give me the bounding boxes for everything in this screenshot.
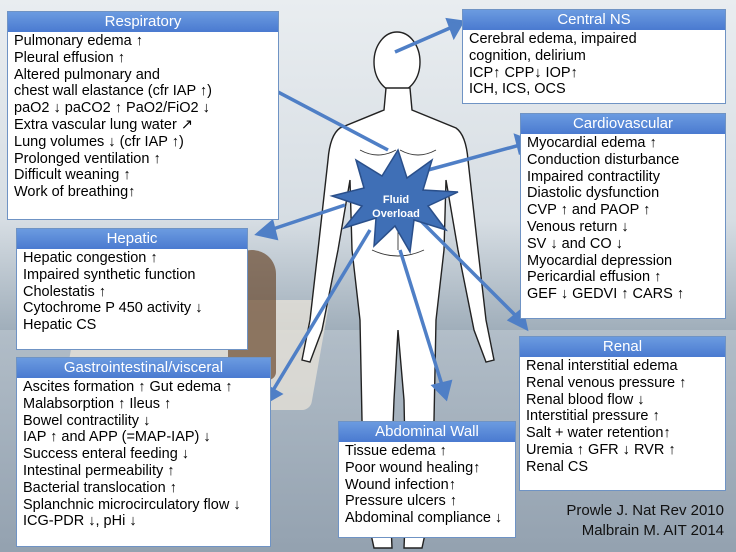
list-item: Cerebral edema, impaired bbox=[469, 31, 637, 47]
list-item: CVP ↑ and PAOP ↑ bbox=[527, 202, 651, 219]
abdominal-wall-title: Abdominal Wall bbox=[339, 422, 515, 442]
list-item: cognition, delirium bbox=[469, 47, 586, 64]
list-item: Renal interstitial edema bbox=[526, 358, 678, 374]
list-item: Cytochrome P 450 activity ↓ bbox=[23, 300, 203, 317]
hepatic-list: Hepatic congestion ↑Impaired synthetic f… bbox=[17, 249, 247, 334]
list-item: Interstitial pressure ↑ bbox=[526, 408, 660, 425]
list-item: Uremia ↑ GFR ↓ RVR ↑ bbox=[526, 441, 676, 458]
abdominal-wall-box: Abdominal Wall Tissue edema ↑Poor wound … bbox=[338, 421, 516, 538]
list-item: Abdominal compliance ↓ bbox=[345, 510, 503, 527]
citation-1: Prowle J. Nat Rev 2010 bbox=[566, 502, 724, 519]
hepatic-title: Hepatic bbox=[17, 229, 247, 249]
hepatic-box: Hepatic Hepatic congestion ↑Impaired syn… bbox=[16, 228, 248, 350]
list-item: Work of breathing↑ bbox=[14, 184, 136, 201]
abdominal-wall-list: Tissue edema ↑Poor wound healing↑Wound i… bbox=[339, 442, 515, 527]
list-item: Renal blood flow ↓ bbox=[526, 391, 645, 408]
list-item: Bowel contractility ↓ bbox=[23, 412, 151, 429]
list-item: Lung volumes ↓ (cfr IAP ↑) bbox=[14, 133, 184, 150]
list-item: Hepatic congestion ↑ bbox=[23, 250, 158, 266]
list-item: Myocardial depression bbox=[527, 252, 673, 269]
list-item: Impaired contractility bbox=[527, 168, 660, 185]
list-item: Impaired synthetic function bbox=[23, 266, 196, 283]
gastrointestinal-list: Ascites formation ↑ Gut edema ↑Malabsorp… bbox=[17, 378, 270, 530]
respiratory-title: Respiratory bbox=[8, 12, 278, 32]
list-item: ICP↑ CPP↓ IOP↑ bbox=[469, 64, 578, 81]
list-item: Malabsorption ↑ Ileus ↑ bbox=[23, 395, 172, 412]
list-item: Pleural effusion ↑ bbox=[14, 49, 125, 66]
list-item: Success enteral feeding ↓ bbox=[23, 446, 190, 463]
list-item: Cholestatis ↑ bbox=[23, 283, 107, 300]
list-item: Renal CS bbox=[526, 458, 589, 475]
list-item: Bacterial translocation ↑ bbox=[23, 479, 177, 496]
center-label-overload: Overload bbox=[372, 208, 420, 220]
citation-2: Malbrain M. AIT 2014 bbox=[581, 522, 724, 539]
list-item: Ascites formation ↑ Gut edema ↑ bbox=[23, 379, 233, 395]
center-label-fluid: Fluid bbox=[383, 194, 409, 206]
list-item: paO2 ↓ paCO2 ↑ PaO2/FiO2 ↓ bbox=[14, 100, 210, 117]
list-item: Wound infection↑ bbox=[345, 476, 456, 493]
cardiovascular-title: Cardiovascular bbox=[521, 114, 725, 134]
list-item: IAP ↑ and APP (=MAP-IAP) ↓ bbox=[23, 429, 211, 446]
list-item: Pericardial effusion ↑ bbox=[527, 269, 662, 286]
gastrointestinal-title: Gastrointestinal/visceral bbox=[17, 358, 270, 378]
list-item: Myocardial edema ↑ bbox=[527, 135, 657, 151]
list-item: Renal venous pressure ↑ bbox=[526, 374, 687, 391]
list-item: chest wall elastance (cfr IAP ↑) bbox=[14, 83, 212, 100]
list-item: Venous return ↓ bbox=[527, 218, 629, 235]
list-item: Poor wound healing↑ bbox=[345, 459, 481, 476]
list-item: Diastolic dysfunction bbox=[527, 185, 660, 202]
list-item: Intestinal permeability ↑ bbox=[23, 462, 175, 479]
list-item: Splanchnic microcirculatory flow ↓ bbox=[23, 496, 241, 513]
list-item: ICG-PDR ↓, pHi ↓ bbox=[23, 513, 137, 530]
cardiovascular-box: Cardiovascular Myocardial edema ↑Conduct… bbox=[520, 113, 726, 319]
list-item: ICH, ICS, OCS bbox=[469, 81, 566, 98]
fluid-overload-star bbox=[329, 148, 459, 255]
list-item: Tissue edema ↑ bbox=[345, 443, 447, 459]
renal-title: Renal bbox=[520, 337, 725, 357]
list-item: Altered pulmonary and bbox=[14, 66, 160, 83]
list-item: SV ↓ and CO ↓ bbox=[527, 235, 623, 252]
respiratory-box: Respiratory Pulmonary edema ↑Pleural eff… bbox=[7, 11, 279, 220]
list-item: Prolonged ventilation ↑ bbox=[14, 150, 161, 167]
list-item: Difficult weaning ↑ bbox=[14, 167, 131, 184]
list-item: Pressure ulcers ↑ bbox=[345, 493, 458, 510]
list-item: Pulmonary edema ↑ bbox=[14, 33, 143, 49]
respiratory-list: Pulmonary edema ↑Pleural effusion ↑Alter… bbox=[8, 32, 278, 201]
list-item: GEF ↓ GEDVI ↑ CARS ↑ bbox=[527, 286, 685, 303]
central-ns-title: Central NS bbox=[463, 10, 725, 30]
gastrointestinal-box: Gastrointestinal/visceral Ascites format… bbox=[16, 357, 271, 547]
list-item: Conduction disturbance bbox=[527, 151, 680, 168]
cardiovascular-list: Myocardial edema ↑Conduction disturbance… bbox=[521, 134, 725, 303]
list-item: Extra vascular lung water ↗ bbox=[14, 116, 193, 133]
list-item: Hepatic CS bbox=[23, 317, 97, 334]
list-item: Salt + water retention↑ bbox=[526, 425, 671, 442]
